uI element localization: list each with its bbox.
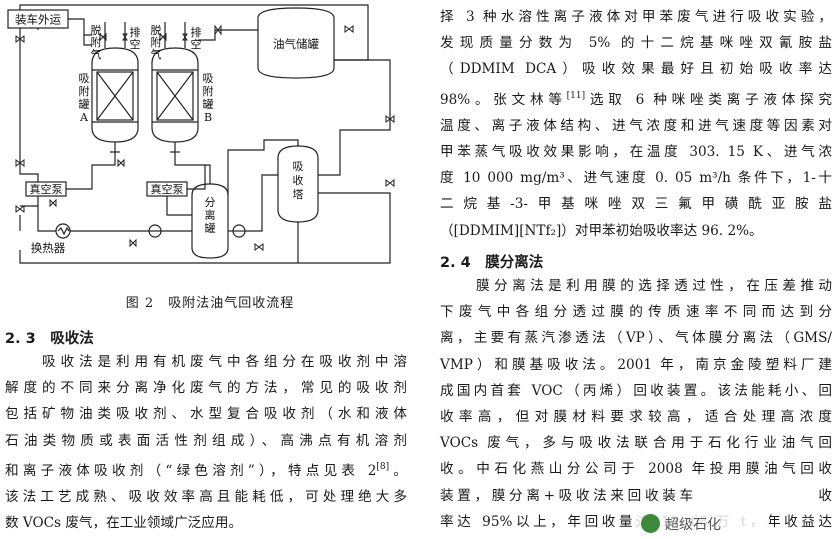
svg-text:排空: 排空 xyxy=(130,25,141,51)
paragraph-line: 温度、离子液体结构、进气浓度和进气速度等因素对 xyxy=(440,117,832,134)
paragraph-line: 和离子液体吸收剂（“绿色溶剂”），特点见表 2[8]。 xyxy=(5,454,407,484)
paragraph-line: 率达 95%以上，年回收量达 19. 68 万 t，年收益达 xyxy=(440,513,832,530)
svg-text:油气储罐: 油气储罐 xyxy=(273,37,319,51)
paragraph-line: 98%。张文林等[11]选取 6 种咪唑类离子液体探究 xyxy=(440,83,832,113)
paragraph-line: 甲苯蒸气吸收效果影响，在温度 303. 15 K、进气浓 xyxy=(440,144,832,161)
paragraph-line: 二烷基-3-甲基咪唑双三氟甲磺酰亚胺盐 xyxy=(440,196,832,213)
line-text: 98%。张文林等 xyxy=(440,91,567,108)
paragraph-line: 装置，膜分离+吸收法来回收装车 收 xyxy=(440,483,832,509)
paragraph-line: VOCs 废气，多与吸收法联合用于石化行业油气回 xyxy=(440,435,832,452)
watermark-text: 超级石化 xyxy=(665,517,721,533)
paragraph-line: （DDMIM DCA）吸收效果最好且初始吸收率达 xyxy=(440,61,832,78)
paragraph-line: 下废气中各组分透过膜的传质速率不同而达到分 xyxy=(440,304,832,321)
valves xyxy=(15,24,395,251)
paragraph-line: 吸收法是利用有机废气中各组分在吸收剂中溶 xyxy=(5,354,407,370)
absorption-paragraph: 吸收法是利用有机废气中各组分在吸收剂中溶 解度的不同来分离净化废气的方法，常见的… xyxy=(5,349,407,536)
paragraph-line: 择 3 种水溶性离子液体对甲苯废气进行吸收实验， xyxy=(440,9,832,25)
figure-caption: 图 2 吸附法油气回收流程 xyxy=(125,296,295,311)
wechat-logo-icon xyxy=(641,514,660,533)
line-text: 。 xyxy=(389,462,407,479)
svg-text:脱附气: 脱附气 xyxy=(151,23,162,61)
pipe-left xyxy=(19,28,39,182)
membrane-paragraph: 膜分离法是利用膜的选择透过性，在压差推动 下废气中各组分透过膜的传质速率不同而达… xyxy=(440,273,832,535)
paragraph-line: 收率高，但对膜材料要求较高，适合处理高浓度 xyxy=(440,409,832,426)
paragraph-line: 离，主要有蒸汽渗透法（VP）、气体膜分离法（GMS/ xyxy=(440,330,832,347)
svg-text:排空: 排空 xyxy=(191,25,202,51)
paragraph-line: 该法工艺成熟、吸收效率高且能耗低，可处理绝大多 xyxy=(5,489,407,506)
watermark: 超级石化 xyxy=(637,509,769,539)
paragraph-line: 膜分离法是利用膜的选择透过性，在压差推动 xyxy=(440,278,832,294)
separator-tank xyxy=(191,183,229,259)
paragraph-line: 发现质量分数为 5% 的十二烷基咪唑双氰胺盐 xyxy=(440,35,832,52)
section-heading-2-3: 2. 3 吸收法 xyxy=(5,331,94,347)
citation: [11] xyxy=(566,90,586,101)
svg-text:脱附气: 脱附气 xyxy=(91,23,102,61)
flow-diagram-figure: 装车外运 xyxy=(0,0,425,288)
paragraph-line: 石油类物质或表面活性剂组成）、高沸点有机溶剂 xyxy=(5,432,407,449)
absorption-tower xyxy=(277,145,319,223)
paragraph-line: VMP）和膜基吸收法。2001 年，南京金陵塑料厂建 xyxy=(440,356,832,373)
paragraph-line: 数 VOCs 废气，在工业领域广泛应用。 xyxy=(5,515,243,532)
adsorption-tank-a xyxy=(91,47,139,143)
section-heading-2-4: 2. 4 膜分离法 xyxy=(440,255,544,271)
adsorption-tank-b xyxy=(151,47,199,143)
citation: [8] xyxy=(376,461,390,472)
paragraph-line: 成国内首套 VOC（丙烯）回收装置。该法能耗小、回 xyxy=(440,382,832,399)
line-text: 收 xyxy=(814,487,833,504)
paragraph-line: 度 10 000 mg/m³、进气速度 0. 05 m³/h 条件下，1-十 xyxy=(440,170,832,187)
paragraph-line: 包括矿物油类吸收剂、水型复合吸收剂（水和液体 xyxy=(5,406,407,423)
svg-text:真空泵: 真空泵 xyxy=(151,182,184,196)
line-text: 和离子液体吸收剂（“绿色溶剂”），特点见表 2 xyxy=(5,462,377,479)
svg-text:真空泵: 真空泵 xyxy=(30,182,63,196)
paragraph-line: （[DDMIM][NTf₂]）对甲苯初始吸收率达 96. 2%。 xyxy=(440,222,763,239)
loading-label: 装车外运 xyxy=(15,13,61,27)
flow-diagram: 装车外运 xyxy=(7,4,395,264)
svg-text:换热器: 换热器 xyxy=(31,241,66,255)
line-text: 装置，膜分离+吸收法来回收装车 xyxy=(440,487,697,504)
ionic-liquid-paragraph: 择 3 种水溶性离子液体对甲苯废气进行吸收实验， 发现质量分数为 5% 的十二烷… xyxy=(440,4,832,244)
svg-text:吸收塔: 吸收塔 xyxy=(293,160,304,201)
paragraph-line: 解度的不同来分离净化废气的方法，常见的吸收剂 xyxy=(5,380,407,397)
oil-storage-tank xyxy=(257,7,335,79)
line-text: 选取 6 种咪唑类离子液体探究 xyxy=(585,91,832,108)
svg-text:分离罐: 分离罐 xyxy=(205,196,216,235)
paragraph-line: 收。中石化燕山分公司于 2008 年投用膜油气回收 xyxy=(440,461,832,478)
